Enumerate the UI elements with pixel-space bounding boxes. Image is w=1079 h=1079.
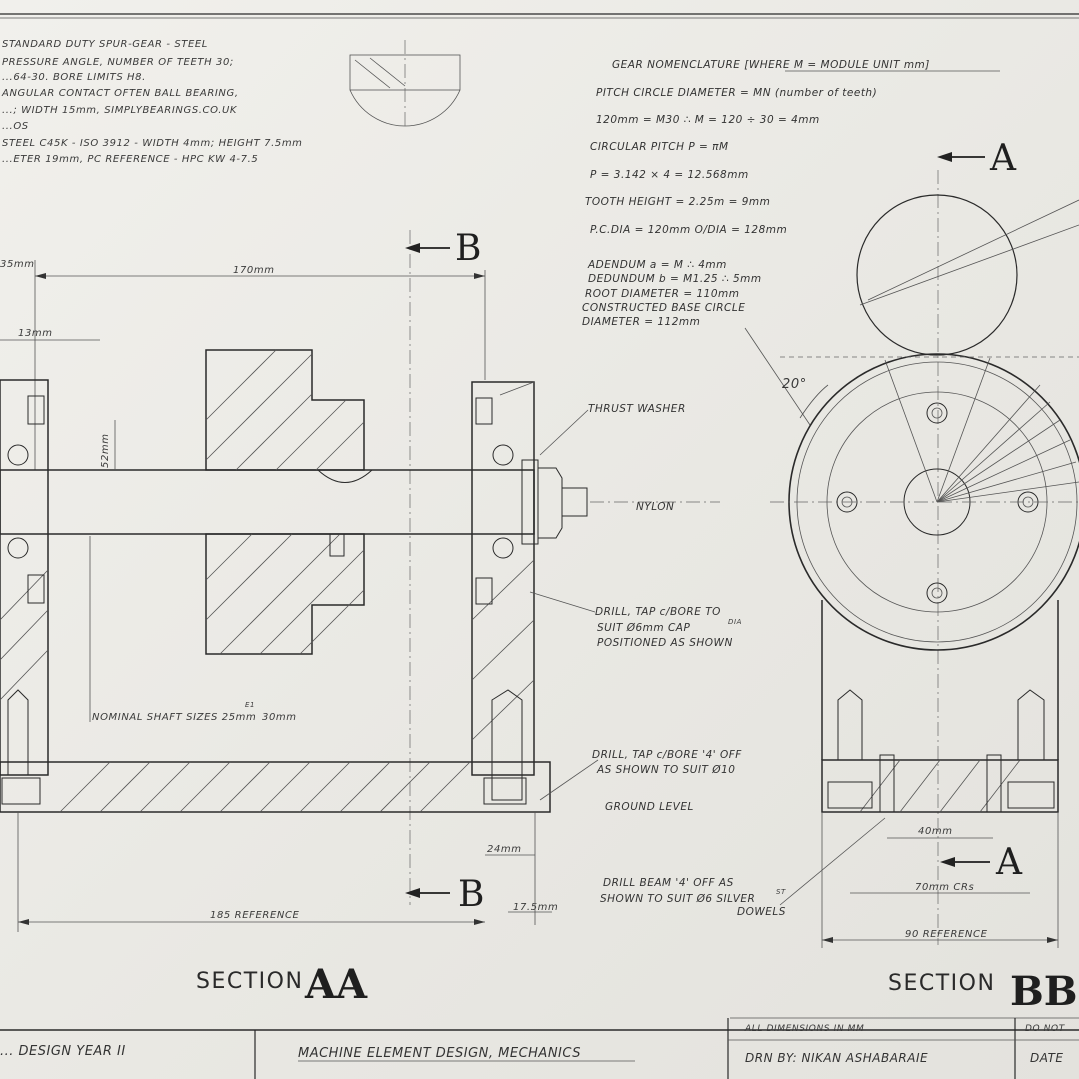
note-ground-level: GROUND LEVEL: [605, 801, 694, 813]
section-aa-word: SECTION: [196, 969, 303, 994]
section-bb-title: SECTION BB: [888, 968, 1078, 1015]
right-support: [471, 381, 535, 776]
nomenclature-line-5: TOOTH HEIGHT = 2.25m = 9mm: [585, 196, 770, 208]
note-drill-tap-1: DRILL, TAP c/BORE TO: [595, 606, 721, 618]
detail-line-2: DEDUNDUM b = M1.25 ∴ 5mm: [588, 273, 762, 285]
spec-line-2: PRESSURE ANGLE, NUMBER OF TEETH 30;: [2, 57, 234, 68]
title-date: DATE: [1030, 1051, 1064, 1065]
dim-17-5: 17.5mm: [513, 902, 558, 913]
key-sketch: [349, 40, 461, 130]
spec-line-3: ...64-30. BORE LIMITS H8.: [2, 72, 146, 83]
cut-label-a-top: A: [989, 138, 1017, 179]
note-nominal-shaft-sup: E1: [245, 701, 255, 709]
detail-line-4: CONSTRUCTED BASE CIRCLE: [582, 302, 745, 314]
spec-notes: STANDARD DUTY SPUR-GEAR - STEEL PRESSURE…: [1, 39, 303, 165]
spec-line-6: ...OS: [2, 121, 29, 132]
note-drill-beam-sup: ST: [776, 888, 786, 896]
nomenclature-line-1: PITCH CIRCLE DIAMETER = MN (number of te…: [596, 87, 877, 99]
nomenclature-heading: GEAR NOMENCLATURE [WHERE M = MODULE UNIT…: [612, 59, 930, 71]
title-do-not: DO NOT: [1025, 1024, 1066, 1034]
spec-line-4: ANGULAR CONTACT OFTEN BALL BEARING,: [1, 88, 239, 99]
note-drill-tap-base-1: DRILL, TAP c/BORE '4' OFF: [592, 749, 742, 761]
section-bb-word: SECTION: [888, 971, 995, 996]
bb-base-plate: [821, 759, 1059, 813]
bolt-holes: [836, 402, 1039, 604]
title-subject: MACHINE ELEMENT DESIGN, MECHANICS: [298, 1046, 581, 1061]
title-drawn-by: DRN BY: NIKAN ASHABARAIE: [745, 1051, 928, 1065]
section-aa-drawing: B B 170mm 35mm 13mm: [0, 228, 886, 932]
nomenclature-line-4: P = 3.142 × 4 = 12.568mm: [590, 169, 749, 181]
shaft: [0, 469, 535, 535]
reference-circle: [856, 194, 1018, 356]
note-drill-beam-3: DOWELS: [737, 906, 786, 918]
cut-label-b-bottom: B: [458, 874, 484, 915]
dim-170: 170mm: [233, 265, 275, 276]
note-nominal-shaft-end: 30mm: [262, 712, 297, 723]
spec-line-5: ...; WIDTH 15mm, SIMPLYBEARINGS.CO.UK: [2, 105, 238, 116]
note-drill-beam-1: DRILL BEAM '4' OFF AS: [603, 877, 734, 889]
dim-24: 24mm: [487, 844, 522, 855]
detail-line-5: DIAMETER = 112mm: [582, 316, 700, 328]
dim-13: 13mm: [18, 328, 53, 339]
title-block: ... DESIGN YEAR II MACHINE ELEMENT DESIG…: [0, 1017, 1079, 1079]
section-bb-letters: BB: [1010, 968, 1078, 1015]
title-course: ... DESIGN YEAR II: [0, 1044, 126, 1059]
note-drill-tap-sup: DIA: [728, 618, 742, 626]
dim-40: 40mm: [918, 826, 953, 837]
dim-185: 185 REFERENCE: [210, 910, 300, 921]
note-drill-beam-2: SHOWN TO SUIT Ø6 SILVER: [600, 893, 755, 905]
note-drill-tap-base-2: AS SHOWN TO SUIT Ø10: [596, 764, 735, 776]
dim-52: 52mm: [100, 433, 111, 468]
spec-line-8: ...ETER 19mm, PC REFERENCE - HPC KW 4-7.…: [2, 154, 258, 165]
nomenclature-line-6: P.C.DIA = 120mm O/DIA = 128mm: [590, 224, 787, 236]
title-units: ALL DIMENSIONS IN MM: [744, 1024, 864, 1034]
spec-line-7: STEEL C45K - ISO 3912 - WIDTH 4mm; HEIGH…: [2, 138, 303, 149]
cut-label-a-bottom: A: [995, 842, 1023, 883]
base-plate: [0, 761, 551, 813]
dim-90: 90 REFERENCE: [905, 929, 988, 940]
note-drill-tap-3: POSITIONED AS SHOWN: [597, 637, 733, 649]
gear-upper-section: [205, 349, 365, 471]
detail-line-1: ADENDUM a = M ∴ 4mm: [587, 259, 727, 271]
nomenclature-line-3: CIRCULAR PITCH P = πM: [590, 141, 729, 153]
note-thrust-washer: THRUST WASHER: [588, 403, 686, 415]
gear-nomenclature: GEAR NOMENCLATURE [WHERE M = MODULE UNIT…: [582, 59, 1000, 426]
section-bb-drawing: A A 20°: [770, 138, 1079, 948]
pressure-angle: 20°: [782, 377, 807, 392]
gear-lower-section: [205, 533, 365, 655]
note-nylon: NYLON: [636, 501, 674, 513]
section-aa-title: SECTION AA: [196, 961, 368, 1008]
note-nominal-shaft: NOMINAL SHAFT SIZES 25mm: [92, 712, 256, 723]
note-drill-tap-2: SUIT Ø6mm CAP: [597, 622, 690, 634]
dim-70: 70mm CRs: [915, 882, 974, 893]
dim-35: 35mm: [0, 259, 35, 270]
spec-line-1: STANDARD DUTY SPUR-GEAR - STEEL: [2, 39, 208, 50]
section-aa-letters: AA: [304, 961, 368, 1008]
detail-line-3: ROOT DIAMETER = 110mm: [585, 288, 739, 300]
cut-label-b-top: B: [455, 228, 481, 269]
nomenclature-line-2: 120mm = M30 ∴ M = 120 ÷ 30 = 4mm: [596, 114, 820, 126]
